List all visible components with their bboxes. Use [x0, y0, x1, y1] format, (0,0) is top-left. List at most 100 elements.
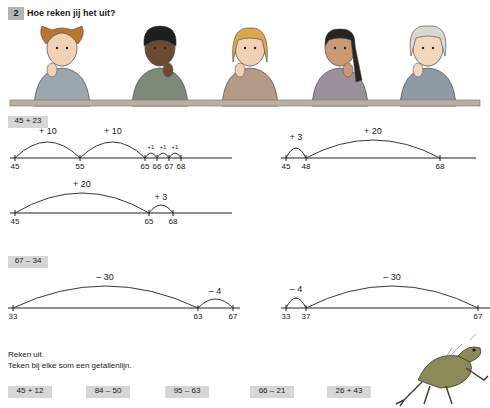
sum-text: 2	[13, 9, 18, 19]
child-figure	[222, 28, 278, 106]
number-label: 67	[229, 313, 238, 322]
table-edge	[10, 100, 480, 106]
jump-label: + 3	[290, 133, 303, 143]
number-label: 66	[153, 163, 162, 172]
jump-arc	[169, 153, 181, 158]
number-label: 45	[282, 163, 291, 172]
number-label: 68	[169, 218, 178, 227]
child-hand	[413, 63, 423, 77]
child-hair	[41, 26, 84, 44]
number-line-axis	[8, 308, 240, 309]
sum-box: 67 – 34	[8, 256, 48, 268]
jump-arc	[306, 286, 478, 308]
jump-arc	[149, 205, 173, 213]
jump-label: + 10	[104, 127, 122, 137]
jump-label: – 30	[383, 273, 401, 283]
frog-eye	[472, 348, 475, 351]
child-hair	[410, 26, 446, 56]
sum-box: 84 – 50	[86, 386, 130, 398]
sum-text: 66 – 21	[259, 387, 286, 396]
jump-arc	[286, 298, 306, 308]
child-hand	[163, 63, 173, 77]
child-eye	[154, 47, 156, 49]
child-eye	[254, 47, 256, 49]
jump-arc	[145, 153, 157, 158]
instruction-text: Teken bij elke som een getallenlijn.	[8, 362, 132, 371]
sum-text: 45 + 23	[15, 117, 42, 126]
child-figure	[312, 29, 368, 106]
frog-leg	[396, 382, 430, 406]
jump-arc	[286, 148, 306, 158]
number-line-axis	[281, 158, 476, 159]
child-hand	[235, 63, 245, 77]
jump-arc	[306, 140, 440, 158]
jump-arc	[157, 153, 169, 158]
frog-illustration	[396, 334, 488, 406]
jump-arc	[80, 142, 145, 158]
number-label: 48	[302, 163, 311, 172]
number-label: 65	[145, 218, 154, 227]
child-hand	[47, 63, 57, 77]
number-label: 55	[76, 163, 85, 172]
jump-label: +1	[172, 144, 179, 151]
sum-text: 95 – 63	[174, 387, 201, 396]
number-line-axis	[281, 308, 490, 309]
number-label: 67	[474, 313, 483, 322]
sum-box: 26 + 43	[327, 386, 371, 398]
motion-strokes	[444, 334, 476, 360]
child-figure	[34, 26, 90, 106]
number-label: 68	[177, 163, 186, 172]
frog-head	[458, 347, 481, 362]
jump-label: + 10	[39, 127, 57, 137]
jump-label: – 30	[96, 273, 114, 283]
sum-box: 95 – 63	[165, 386, 209, 398]
number-label: 67	[165, 163, 174, 172]
sum-box: 45 + 12	[8, 386, 52, 398]
number-line-axis	[10, 158, 232, 159]
jump-arc	[198, 299, 233, 308]
jump-label: +1	[160, 144, 167, 151]
jump-arc	[13, 286, 198, 308]
sum-box: 66 – 21	[250, 386, 294, 398]
jump-label: + 3	[155, 193, 168, 203]
frog-body	[418, 356, 472, 389]
number-label: 45	[11, 218, 20, 227]
child-eye	[56, 47, 58, 49]
instruction-text: Reken uit.	[8, 351, 44, 360]
child-eye	[344, 47, 346, 49]
child-eye	[164, 47, 166, 49]
sum-text: 45 + 12	[17, 387, 44, 396]
number-label: 63	[194, 313, 203, 322]
sum-text: 84 – 50	[95, 387, 122, 396]
jump-label: +1	[148, 144, 155, 151]
jump-label: + 20	[364, 127, 382, 137]
number-label: 45	[11, 163, 20, 172]
children-illustration	[10, 26, 480, 106]
child-eye	[432, 47, 434, 49]
child-eye	[422, 47, 424, 49]
frog-leg	[446, 368, 488, 404]
number-label: 65	[141, 163, 150, 172]
jump-label: – 4	[209, 287, 222, 297]
exercise-number-box: 2	[8, 7, 24, 20]
child-hair	[144, 26, 176, 46]
number-lines	[8, 140, 490, 311]
jump-label: + 20	[73, 180, 91, 190]
jump-arc	[15, 142, 80, 158]
child-hand	[343, 63, 353, 77]
exercise-title: Hoe reken jij het uit?	[27, 8, 116, 18]
child-eye	[66, 47, 68, 49]
child-hair	[325, 29, 362, 82]
sum-text: 67 – 34	[15, 257, 42, 266]
child-figure	[400, 26, 456, 106]
number-label: 37	[302, 313, 311, 322]
child-eye	[334, 47, 336, 49]
child-figure	[132, 26, 188, 106]
child-eye	[244, 47, 246, 49]
number-label: 33	[282, 313, 291, 322]
child-hair	[233, 28, 268, 62]
number-label: 33	[9, 313, 18, 322]
number-line-axis	[10, 213, 232, 214]
